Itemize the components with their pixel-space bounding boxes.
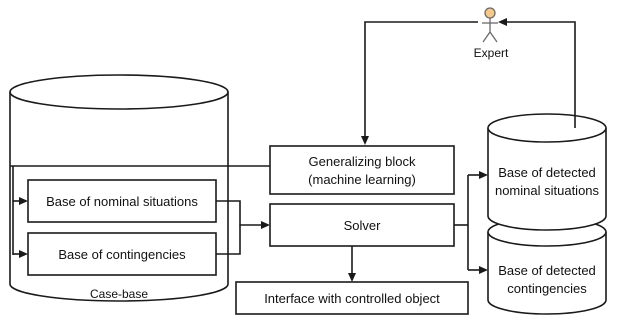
detected-nominal-subtitle: nominal situations	[495, 183, 600, 198]
contingencies-box[interactable]: Base of contingencies	[27, 232, 217, 276]
detected-contingencies-cylinder[interactable]: Base of detected contingencies	[487, 217, 607, 315]
case-base-label: Case-base	[90, 287, 148, 301]
expert-label: Expert	[474, 46, 509, 60]
nominal-situations-label: Base of nominal situations	[46, 194, 198, 209]
contingencies-label: Base of contingencies	[58, 247, 186, 262]
interface-block[interactable]: Interface with controlled object	[235, 281, 469, 315]
expert-actor-icon	[482, 7, 498, 43]
arrow-expert-to-generalizing	[361, 21, 478, 145]
generalizing-block-title: Generalizing block	[309, 154, 416, 169]
interface-label: Interface with controlled object	[264, 291, 440, 306]
solver-label: Solver	[344, 218, 382, 233]
detected-nominal-title: Base of detected	[498, 165, 596, 180]
arrow-solver-to-interface	[348, 246, 356, 282]
detected-contingencies-subtitle: contingencies	[507, 281, 587, 296]
nominal-situations-box[interactable]: Base of nominal situations	[27, 179, 217, 223]
arrow-detected-to-expert	[498, 18, 576, 128]
detected-contingencies-title: Base of detected	[498, 263, 596, 278]
generalizing-block-subtitle: (machine learning)	[308, 172, 416, 187]
solver-block[interactable]: Solver	[269, 203, 455, 247]
detected-nominal-cylinder[interactable]: Base of detected nominal situations	[487, 113, 607, 231]
arrow-bases-to-solver	[216, 200, 270, 255]
generalizing-block[interactable]: Generalizing block (machine learning)	[269, 145, 455, 195]
arrow-generalizing-to-case-base	[10, 165, 270, 258]
arrow-solver-to-detected	[454, 171, 488, 274]
